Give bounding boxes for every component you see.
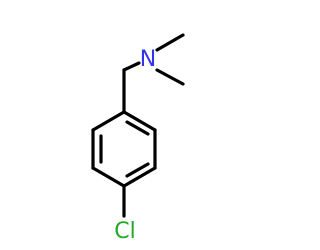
ring-double-bond-bottom-right — [125, 162, 150, 178]
bond-n-methyl-lower — [155, 68, 185, 86]
chlorine-atom-label: Cl — [114, 219, 135, 244]
ring-bond-top-right — [122, 110, 157, 132]
ring-bond-bottom-right — [122, 166, 157, 188]
bond-n-methyl-upper — [155, 33, 185, 52]
nitrogen-atom-label: N — [140, 47, 156, 72]
bonds — [91, 33, 185, 218]
structure-drawing: N Cl — [91, 33, 185, 244]
ring-bond-bottom-left — [91, 166, 126, 188]
molecule-diagram: N Cl — [91, 33, 185, 244]
bond-n-ch2 — [122, 61, 141, 72]
ring-double-bond-top-right — [125, 120, 150, 136]
ring-bond-top-left — [91, 110, 126, 132]
